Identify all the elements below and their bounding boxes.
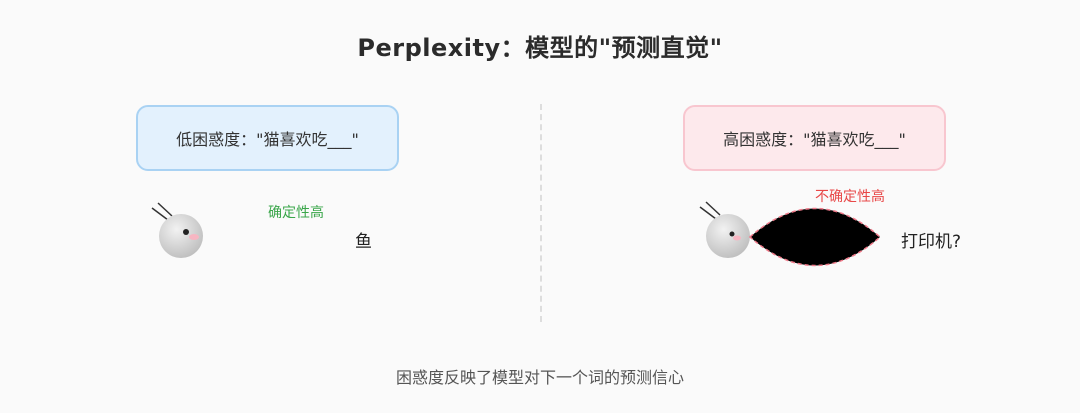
- uncertainty-blob: [748, 207, 882, 267]
- cat-head-icon-calm: [151, 202, 203, 258]
- low-prediction-word: 鱼: [355, 232, 372, 252]
- caption: 困惑度反映了模型对下一个词的预测信心: [395, 368, 684, 387]
- high-perplexity-box: 高困惑度："猫喜欢吃___": [683, 105, 946, 171]
- low-perplexity-box: 低困惑度："猫喜欢吃___": [136, 105, 399, 171]
- page-title: Perplexity：模型的"预测直觉": [357, 34, 723, 62]
- low-certainty-label: 确定性高: [268, 205, 324, 221]
- center-divider: [540, 104, 542, 322]
- high-uncertainty-label: 不确定性高: [815, 189, 885, 205]
- high-prediction-word: 打印机?: [901, 232, 962, 252]
- cat-head-icon-confused: [699, 201, 750, 258]
